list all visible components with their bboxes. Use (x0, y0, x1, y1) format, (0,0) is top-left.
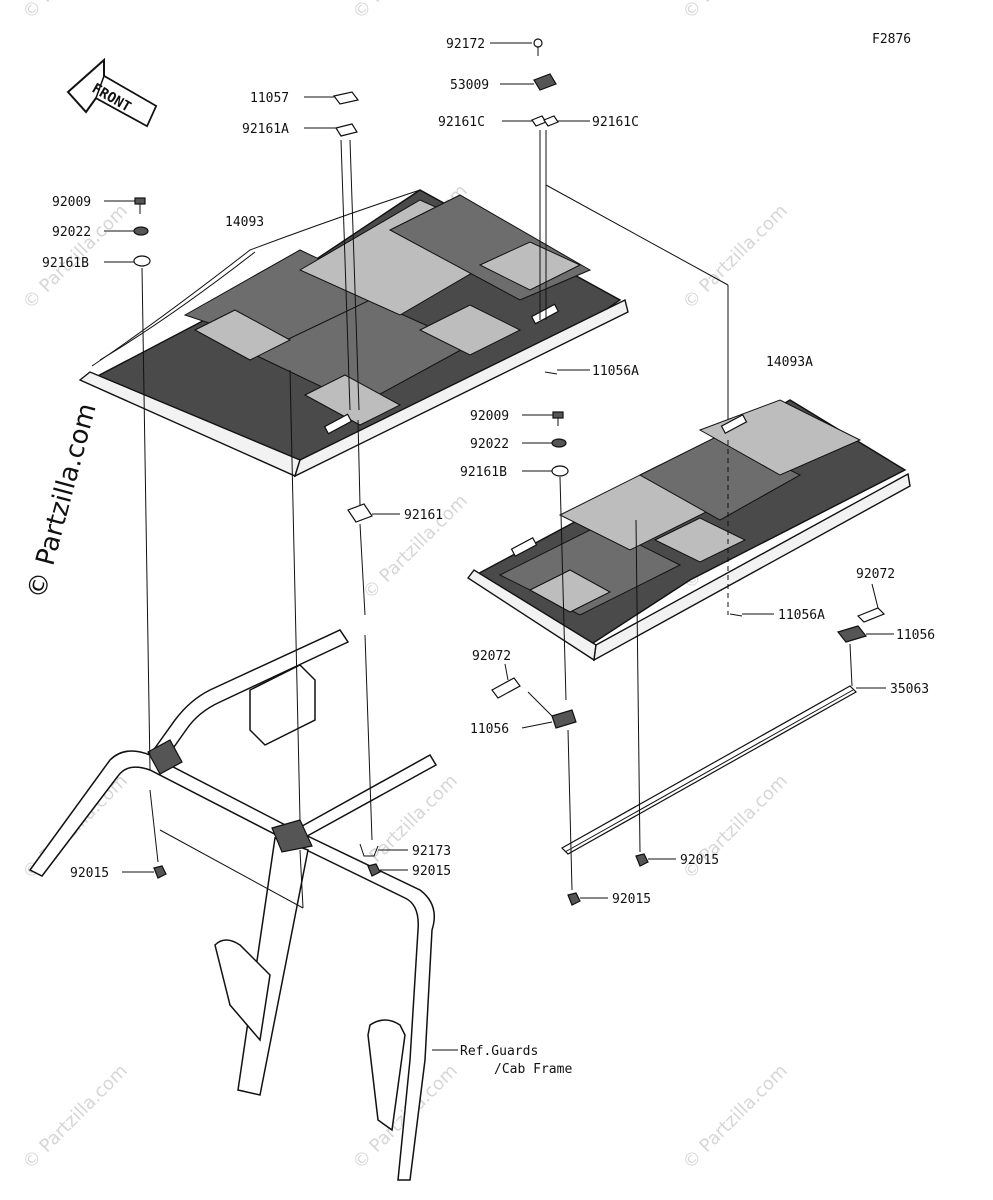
reference-note-line2: /Cab Frame (494, 1062, 572, 1077)
callout-14093a: 14093A (766, 355, 813, 370)
callout-11056-right: 11056 (896, 628, 935, 643)
callout-92173: 92173 (412, 844, 451, 859)
front-arrow-icon: FRONT (66, 57, 158, 128)
watermark-text: © Partzilla.com (349, 0, 462, 24)
hardware-top-left (304, 91, 400, 841)
callout-92072-left: 92072 (472, 649, 511, 664)
callout-92072-right: 92072 (856, 567, 895, 582)
callout-92161a: 92161A (242, 122, 289, 137)
callout-14093: 14093 (225, 215, 264, 230)
front-roof-14093 (78, 189, 629, 478)
figure-code: F2876 (872, 32, 911, 47)
callout-92161: 92161 (404, 508, 443, 523)
hardware-left-stack (104, 197, 167, 879)
rear-roof-14093A (466, 399, 911, 662)
callout-92009-right: 92009 (470, 409, 509, 424)
callout-92009-left: 92009 (52, 195, 91, 210)
callout-92161b-right: 92161B (460, 465, 507, 480)
watermark-text: © Partzilla.com (679, 1060, 792, 1173)
watermark-text: © Partzilla.com (19, 0, 132, 24)
hardware-right-stack (522, 411, 608, 906)
callout-92015-right: 92015 (680, 853, 719, 868)
callout-11056-left: 11056 (470, 722, 509, 737)
callout-92015-left: 92015 (70, 866, 109, 881)
hardware-right-misc (159, 369, 894, 1051)
brand-watermark: © Partzilla.com (22, 400, 103, 602)
callout-92022-left: 92022 (52, 225, 91, 240)
reference-note-line1: Ref.Guards (460, 1044, 538, 1059)
callout-92172: 92172 (446, 37, 485, 52)
callout-11057: 11057 (250, 91, 289, 106)
strip-35063 (561, 685, 857, 855)
hardware-top-center (490, 38, 729, 615)
callout-11056a-right: 11056A (778, 608, 825, 623)
watermark-text: © Partzilla.com (19, 1060, 132, 1173)
callout-92022-right: 92022 (470, 437, 509, 452)
watermark-text: © Partzilla.com (679, 200, 792, 313)
callout-92015-mid: 92015 (412, 864, 451, 879)
callout-35063: 35063 (890, 682, 929, 697)
callout-53009: 53009 (450, 78, 489, 93)
callout-11056a-top: 11056A (592, 364, 639, 379)
callout-92015-bottom: 92015 (612, 892, 651, 907)
callout-92161c-right: 92161C (592, 115, 639, 130)
cab-frame (28, 629, 438, 1181)
watermark-text: © Partzilla.com (679, 0, 792, 24)
callout-92161c-left: 92161C (438, 115, 485, 130)
callout-92161b-left: 92161B (42, 256, 89, 271)
callout-labels: 92172 53009 92161C 92161C 11057 92161A 9… (42, 37, 935, 1077)
